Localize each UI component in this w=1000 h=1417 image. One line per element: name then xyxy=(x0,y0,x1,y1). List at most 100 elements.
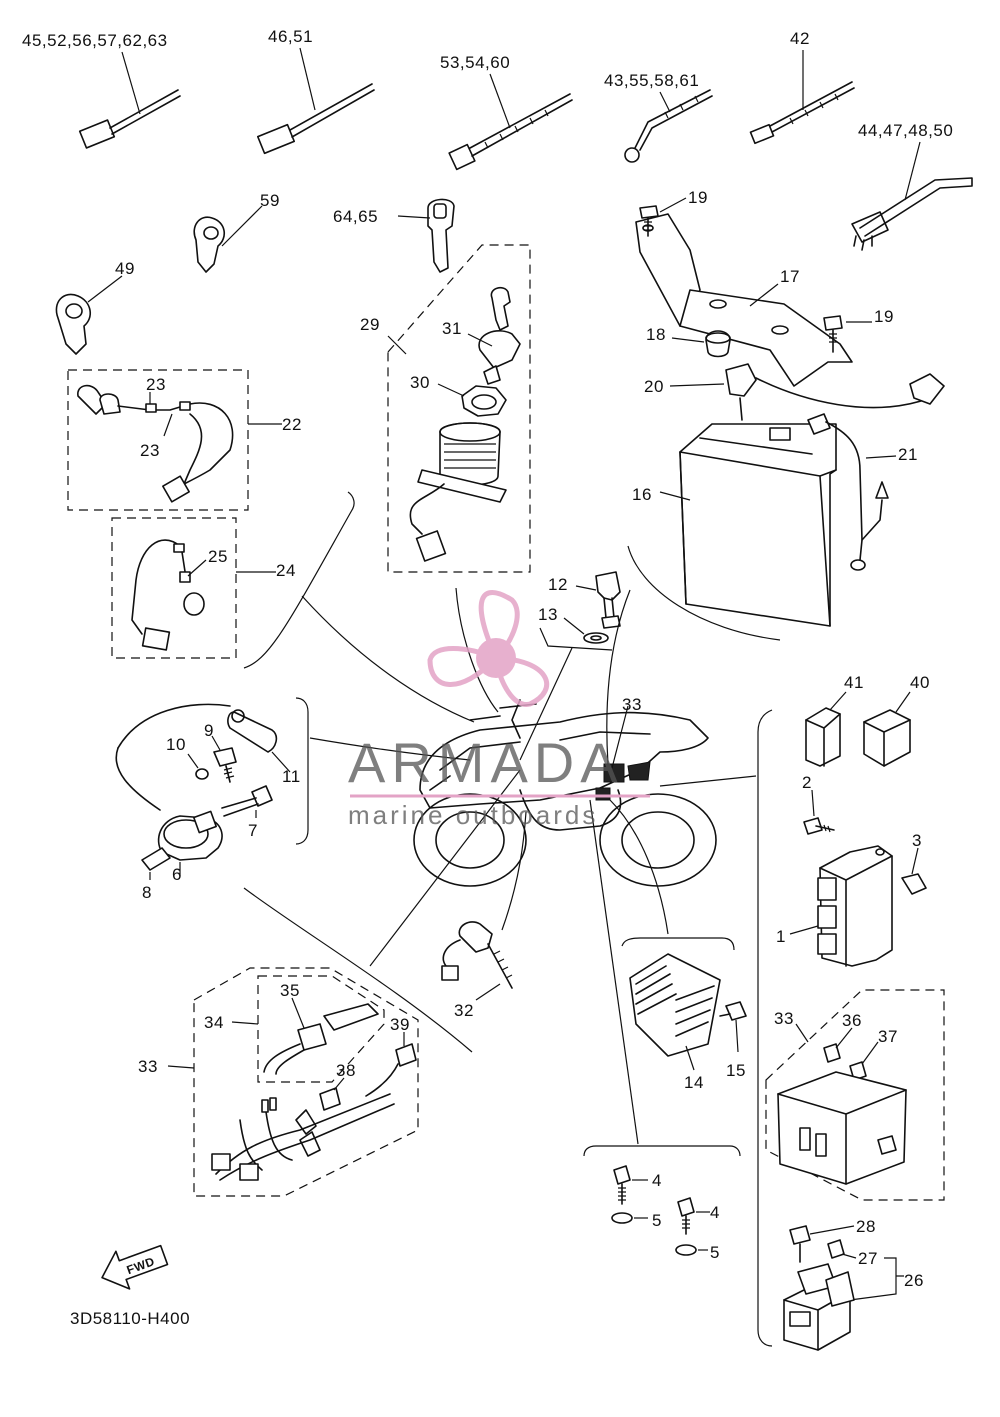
battery-16-icon[interactable] xyxy=(679,423,837,627)
callout-41[interactable]: 41 xyxy=(844,673,864,692)
switch-12-icon[interactable] xyxy=(595,571,621,629)
callout-59[interactable]: 59 xyxy=(260,191,280,210)
callout-38[interactable]: 38 xyxy=(336,1061,356,1080)
callout-7[interactable]: 7 xyxy=(248,821,258,840)
screw-2-icon[interactable] xyxy=(803,817,835,835)
callout-3[interactable]: 3 xyxy=(912,831,922,850)
callout-22[interactable]: 22 xyxy=(282,415,302,434)
fuse-box-33-icon[interactable] xyxy=(777,1071,907,1185)
starter-relay-26-icon[interactable] xyxy=(783,1263,855,1351)
fuse-lead-35-icon[interactable] xyxy=(263,1003,379,1075)
main-switch-icon[interactable] xyxy=(409,422,507,562)
callout-20[interactable]: 20 xyxy=(644,377,664,396)
callout-33-harness[interactable]: 33 xyxy=(138,1057,158,1076)
battery-cable-20-icon[interactable] xyxy=(725,363,945,421)
cable-tie-53-icon[interactable] xyxy=(448,93,573,171)
callout-23-top[interactable]: 23 xyxy=(146,375,166,394)
cable-tie-43-icon[interactable] xyxy=(624,89,713,163)
cable-tie-45-icon[interactable] xyxy=(78,89,181,149)
callout-36[interactable]: 36 xyxy=(842,1011,862,1030)
bolt-7-icon[interactable] xyxy=(221,785,273,817)
callout-12[interactable]: 12 xyxy=(548,575,568,594)
washer-10-icon[interactable] xyxy=(195,768,209,780)
bolt-4b-icon[interactable] xyxy=(677,1197,695,1235)
callout-9[interactable]: 9 xyxy=(204,721,214,740)
key-64-icon[interactable] xyxy=(427,198,455,273)
callout-32[interactable]: 32 xyxy=(454,1001,474,1020)
callout-15[interactable]: 15 xyxy=(726,1061,746,1080)
callout-4-left[interactable]: 4 xyxy=(652,1171,662,1190)
callout-18[interactable]: 18 xyxy=(646,325,666,344)
bolt-19a-icon[interactable] xyxy=(639,205,659,237)
clamp-49-icon[interactable] xyxy=(55,293,91,355)
callout-24[interactable]: 24 xyxy=(276,561,296,580)
grommet-3-icon[interactable] xyxy=(901,873,927,895)
callout-6[interactable]: 6 xyxy=(172,865,182,884)
ignition-coil-6-icon[interactable] xyxy=(115,703,231,861)
relay-40-icon[interactable] xyxy=(863,709,911,767)
callout-42[interactable]: 42 xyxy=(790,29,810,48)
callout-35[interactable]: 35 xyxy=(280,981,300,1000)
callout-46-51[interactable]: 46,51 xyxy=(268,27,313,46)
callout-26[interactable]: 26 xyxy=(904,1271,924,1290)
callout-34[interactable]: 34 xyxy=(204,1013,224,1032)
bolt-28-icon[interactable] xyxy=(789,1225,811,1263)
callout-13[interactable]: 13 xyxy=(538,605,558,624)
fuse-27-icon[interactable] xyxy=(827,1239,845,1259)
callout-11[interactable]: 11 xyxy=(282,767,301,786)
relay-41-icon[interactable] xyxy=(805,707,841,767)
callout-17[interactable]: 17 xyxy=(780,267,800,286)
cable-tie-46-icon[interactable] xyxy=(256,83,375,155)
bolt-19b-icon[interactable] xyxy=(823,315,843,353)
fuse-37-icon[interactable] xyxy=(849,1061,867,1081)
connector-38-icon[interactable] xyxy=(319,1087,341,1111)
callout-2[interactable]: 2 xyxy=(802,773,812,792)
callout-8[interactable]: 8 xyxy=(142,883,152,902)
clamp-59-icon[interactable] xyxy=(193,216,225,273)
callout-16[interactable]: 16 xyxy=(632,485,652,504)
callout-28[interactable]: 28 xyxy=(856,1217,876,1236)
lead-wire-22-icon[interactable] xyxy=(77,384,234,503)
callout-21[interactable]: 21 xyxy=(898,445,918,464)
sensor-32-icon[interactable] xyxy=(441,921,513,989)
callout-53-54-60[interactable]: 53,54,60 xyxy=(440,53,510,72)
damper-18-icon[interactable] xyxy=(705,330,731,358)
callout-40[interactable]: 40 xyxy=(910,673,930,692)
key-31-icon[interactable] xyxy=(478,286,521,385)
washer-5b-icon[interactable] xyxy=(675,1244,697,1256)
callout-29[interactable]: 29 xyxy=(360,315,380,334)
sleeve-8-icon[interactable] xyxy=(141,847,171,871)
callout-33-fusebox[interactable]: 33 xyxy=(774,1009,794,1028)
callout-64-65[interactable]: 64,65 xyxy=(333,207,378,226)
callout-4-right[interactable]: 4 xyxy=(710,1203,720,1222)
wire-harness-33-icon[interactable] xyxy=(211,1093,395,1181)
callout-37[interactable]: 37 xyxy=(878,1027,898,1046)
callout-39[interactable]: 39 xyxy=(390,1015,410,1034)
cable-tie-44-clip-icon[interactable] xyxy=(851,177,973,251)
fuse-36-icon[interactable] xyxy=(823,1043,841,1063)
screw-9-icon[interactable] xyxy=(213,747,237,783)
callout-14[interactable]: 14 xyxy=(684,1073,704,1092)
bolt-15-icon[interactable] xyxy=(719,1001,747,1021)
connector-39-icon[interactable] xyxy=(365,1043,417,1097)
callout-27[interactable]: 27 xyxy=(858,1249,878,1268)
battery-cable-21-icon[interactable] xyxy=(807,413,889,571)
callout-31[interactable]: 31 xyxy=(442,319,462,338)
cdi-unit-1-icon[interactable] xyxy=(817,845,893,967)
bracket-17-icon[interactable] xyxy=(635,213,853,387)
callout-45-52-56-57-62-63[interactable]: 45,52,56,57,62,63 xyxy=(22,31,168,50)
nut-30-icon[interactable] xyxy=(461,385,507,417)
callout-44-47-48-50[interactable]: 44,47,48,50 xyxy=(858,121,953,140)
rectifier-14-icon[interactable] xyxy=(629,953,721,1057)
callout-23-bottom[interactable]: 23 xyxy=(140,441,160,460)
callout-1[interactable]: 1 xyxy=(776,927,786,946)
washer-5a-icon[interactable] xyxy=(611,1212,633,1224)
callout-5-right[interactable]: 5 xyxy=(710,1243,720,1262)
callout-33-top[interactable]: 33 xyxy=(622,695,642,714)
lead-wire-24-icon[interactable] xyxy=(131,539,205,651)
plug-cap-11-icon[interactable] xyxy=(227,709,278,753)
bolt-4a-icon[interactable] xyxy=(613,1165,631,1205)
callout-49[interactable]: 49 xyxy=(115,259,135,278)
callout-30[interactable]: 30 xyxy=(410,373,430,392)
callout-19-right[interactable]: 19 xyxy=(874,307,894,326)
